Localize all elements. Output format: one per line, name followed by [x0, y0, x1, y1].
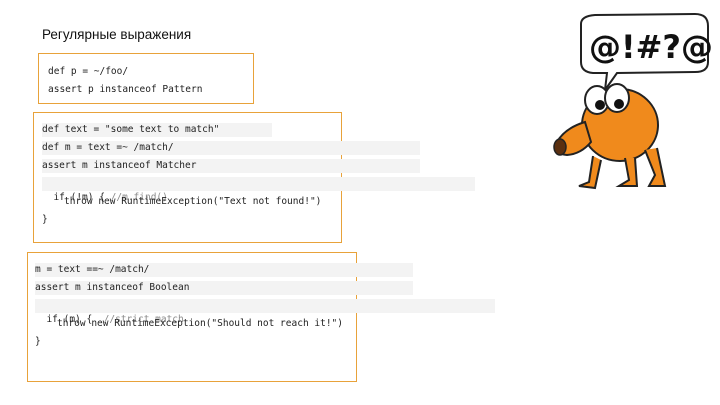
code-line: throw new RuntimeException("Should not r…	[57, 318, 343, 329]
code-comment: //m.find()	[110, 192, 168, 203]
code-block-pattern: def p = ~/foo/ assert p instanceof Patte…	[38, 53, 254, 104]
speech-bubble-icon	[580, 12, 709, 91]
code-line: }	[42, 214, 48, 225]
code-line: throw new RuntimeException("Text not fou…	[64, 196, 322, 207]
code-line: assert m instanceof Matcher	[42, 159, 420, 173]
cartoon-illustration: @!#?@!	[553, 12, 715, 190]
code-line: if (!m) { //m.find()	[42, 177, 475, 203]
speech-bubble-text: @!#?@!	[589, 28, 715, 66]
code-line: def m = text =~ /match/	[42, 141, 420, 155]
code-line: if (m) { //strict match	[35, 299, 495, 325]
code-comment: //strict match	[103, 314, 184, 325]
code-text: if (!m) {	[53, 192, 111, 203]
code-line: m = text ==~ /match/	[35, 263, 413, 277]
code-line: assert m instanceof Boolean	[35, 281, 413, 295]
page-title: Регулярные выражения	[42, 27, 192, 42]
code-line: assert p instanceof Pattern	[48, 84, 203, 95]
code-block-boolean	[27, 252, 357, 382]
code-text: if (m) {	[46, 314, 104, 325]
orange-creature-icon	[553, 83, 667, 190]
code-line: def text = "some text to match"	[42, 123, 272, 137]
code-line: def p = ~/foo/	[48, 66, 129, 77]
code-line: }	[35, 336, 41, 347]
